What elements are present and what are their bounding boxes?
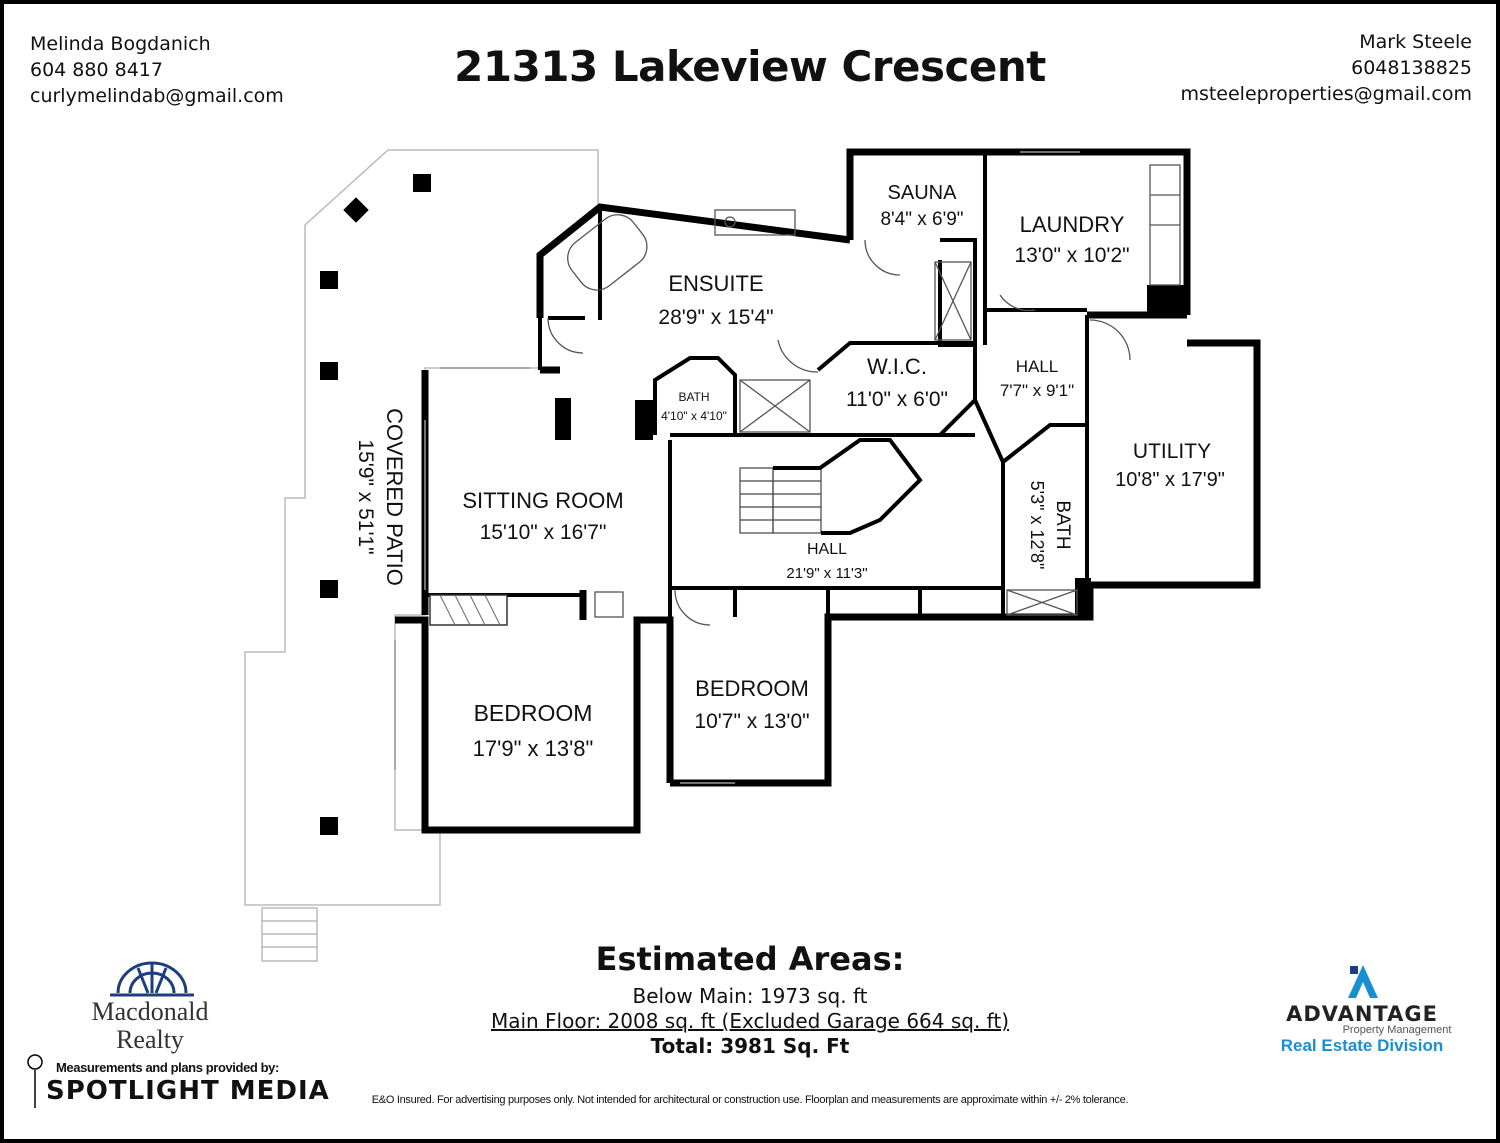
wic-size: 11'0" x 6'0" bbox=[846, 388, 948, 411]
sitting-room-name: SITTING ROOM bbox=[462, 488, 623, 513]
sitting-room-size: 15'10" x 16'7" bbox=[480, 521, 607, 544]
room-labels: SAUNA 8'4" x 6'9" LAUNDRY 13'0" x 10'2" … bbox=[354, 182, 1225, 761]
utility-name: UTILITY bbox=[1133, 440, 1211, 463]
laundry-size: 13'0" x 10'2" bbox=[1014, 244, 1129, 267]
spotlight-media-logo: SPOTLIGHT MEDIA bbox=[46, 1076, 330, 1106]
areas-below-main: Below Main: 1973 sq. ft bbox=[632, 984, 868, 1008]
covered-patio-name: COVERED PATIO bbox=[382, 408, 407, 586]
agent-right-phone: 6048138825 bbox=[1351, 57, 1472, 79]
patio-steps bbox=[261, 907, 318, 962]
brokerage-line1: Macdonald bbox=[91, 997, 209, 1026]
bath-small-name: BATH bbox=[678, 390, 709, 404]
utility-size: 10'8" x 17'9" bbox=[1115, 469, 1225, 491]
advantage-name: ADVANTAGE bbox=[1286, 1002, 1438, 1026]
bedroom-1-size: 17'9" x 13'8" bbox=[473, 736, 594, 761]
patio-posts bbox=[320, 174, 431, 835]
bedroom-2-name: BEDROOM bbox=[695, 676, 809, 701]
macdonald-realty-logo: Macdonald Realty bbox=[70, 955, 230, 1054]
bedroom-2-size: 10'7" x 13'0" bbox=[694, 710, 809, 733]
hall-upper-name: HALL bbox=[1016, 357, 1059, 376]
spotlight-bulb-icon bbox=[27, 1054, 43, 1108]
areas-title: Estimated Areas: bbox=[595, 940, 905, 978]
bath-side-name: BATH bbox=[1052, 500, 1073, 549]
measurements-caption: Measurements and plans provided by: bbox=[56, 1060, 279, 1075]
interior-walls bbox=[425, 155, 1089, 620]
areas-total: Total: 3981 Sq. Ft bbox=[650, 1034, 850, 1058]
fixtures bbox=[547, 164, 1181, 626]
advantage-logo: ADVANTAGE Property Management Real Estat… bbox=[1262, 962, 1462, 1056]
staircase bbox=[739, 438, 923, 535]
agent-right-email: msteeleproperties@gmail.com bbox=[1180, 83, 1472, 105]
disclaimer: E&O Insured. For advertising purposes on… bbox=[371, 1094, 1129, 1106]
hall-upper-size: 7'7" x 9'1" bbox=[1000, 381, 1074, 400]
covered-patio-size: 15'9" x 51'1" bbox=[354, 439, 377, 554]
sauna-name: SAUNA bbox=[888, 182, 958, 204]
agent-left-contact: Melinda Bogdanich 604 880 8417 curlymeli… bbox=[30, 31, 284, 109]
wic-name: W.I.C. bbox=[867, 354, 927, 379]
ensuite-size: 28'9" x 15'4" bbox=[658, 306, 773, 329]
laundry-name: LAUNDRY bbox=[1020, 212, 1125, 237]
brokerage-line2: Realty bbox=[116, 1025, 184, 1054]
bath-small-size: 4'10" x 4'10" bbox=[661, 409, 727, 423]
bath-side-size: 5'3" x 12'8" bbox=[1027, 481, 1047, 570]
advantage-sub: Property Management bbox=[1342, 1024, 1452, 1036]
bedroom-1-name: BEDROOM bbox=[474, 700, 593, 726]
advantage-division: Real Estate Division bbox=[1280, 1036, 1444, 1055]
sauna-size: 8'4" x 6'9" bbox=[880, 209, 963, 230]
agent-right-contact: Mark Steele 6048138825 msteeleproperties… bbox=[1180, 29, 1472, 107]
hall-main-name: HALL bbox=[807, 541, 847, 558]
wall-blocks bbox=[555, 285, 1187, 618]
advantage-logo-mark bbox=[1348, 965, 1378, 998]
agent-right-name: Mark Steele bbox=[1359, 31, 1472, 53]
hall-main-size: 21'9" x 11'3" bbox=[786, 565, 867, 582]
estimated-areas: Estimated Areas: Below Main: 1973 sq. ft… bbox=[400, 940, 1100, 1059]
agent-left-phone: 604 880 8417 bbox=[30, 59, 163, 81]
windows bbox=[394, 151, 1080, 784]
property-address-title: 21313 Lakeview Crescent bbox=[454, 42, 1046, 91]
macdonald-logo-mark bbox=[110, 961, 194, 997]
fireplace bbox=[429, 594, 508, 626]
agent-left-email: curlymelindab@gmail.com bbox=[30, 85, 284, 107]
agent-left-name: Melinda Bogdanich bbox=[30, 33, 211, 55]
areas-main-floor: Main Floor: 2008 sq. ft (Excluded Garage… bbox=[490, 1009, 1010, 1033]
ensuite-name: ENSUITE bbox=[668, 271, 763, 296]
